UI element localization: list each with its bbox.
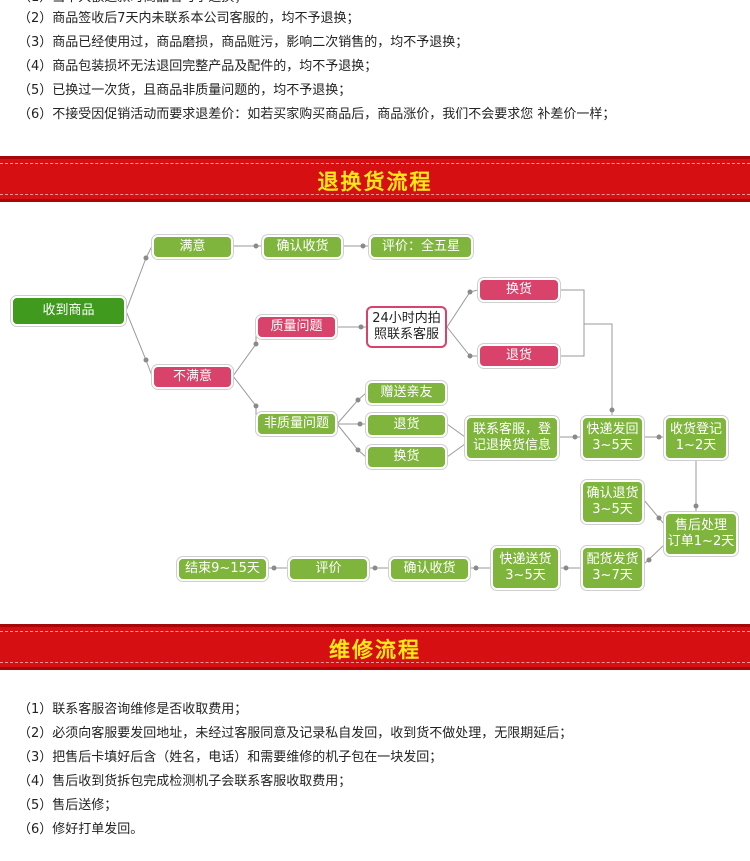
return-flow-title: 退换货流程 xyxy=(317,170,433,194)
node-contact-cs-line-1: 联系客服，登 xyxy=(472,422,551,437)
node-received: 收到商品 xyxy=(11,296,126,326)
node-ship-line-2: 3~7天 xyxy=(592,568,633,583)
node-ship-line-1: 配货发货 xyxy=(586,552,639,567)
node-ship: 配货发货 3~7天 xyxy=(581,546,644,590)
return-flow-banner: 退换货流程 xyxy=(0,156,750,202)
repair-line-4: （5）售后送修； xyxy=(18,798,118,813)
repair-line-2: （3）把售后卡填好后含（姓名，电话）和需要维修的机子包在一块发回； xyxy=(18,750,443,765)
node-return-1: 退货 xyxy=(478,344,560,368)
node-express-deliver: 快递送货 3~5天 xyxy=(491,546,560,590)
node-express-back-line-1: 快递发回 xyxy=(586,422,639,437)
node-unsatisfied: 不满意 xyxy=(152,365,233,389)
node-confirm-receipt-2: 确认收货 xyxy=(389,557,470,581)
node-non-quality: 非质量问题 xyxy=(256,412,337,436)
policy-line-0: （1）当下大额退款时商品若可予退换； xyxy=(18,0,247,10)
node-express-back: 快递发回 3~5天 xyxy=(581,416,644,460)
repair-flow-banner: 维修流程 xyxy=(0,624,750,670)
repair-line-1: （2）必须向客服要发回地址，未经过客服同意及记录私自发回，收到货不做处理，无限期… xyxy=(18,726,573,741)
node-rating-five: 评价：全五星 xyxy=(369,235,473,259)
node-confirm-receipt-1: 确认收货 xyxy=(262,235,343,259)
repair-line-3: （4）售后收到货拆包完成检测机子会联系客服收取费用； xyxy=(18,774,352,789)
node-exchange-2: 换货 xyxy=(366,445,447,469)
policy-line-2: （3）商品已经使用过，商品磨损，商品赃污，影响二次销售的，均不予退换； xyxy=(18,35,469,50)
node-express-back-line-2: 3~5天 xyxy=(592,438,633,453)
repair-line-0: （1）联系客服咨询维修是否收取费用； xyxy=(18,702,248,717)
node-photo-contact: 24小时内拍 照联系客服 xyxy=(366,306,447,348)
node-satisfied: 满意 xyxy=(152,235,233,259)
node-rate: 评价 xyxy=(288,557,369,581)
policy-line-3: （4）商品包装损坏无法退回完整产品及配件的，均不予退换； xyxy=(18,59,378,74)
node-aftersale-line-2: 订单1~2天 xyxy=(667,534,735,549)
node-quality-issue: 质量问题 xyxy=(256,315,337,339)
node-express-deliver-line-2: 3~5天 xyxy=(505,568,546,583)
policy-line-1: （2）商品签收后7天内未联系本公司客服的，均不予退换； xyxy=(18,11,360,26)
node-confirm-return-line-2: 3~5天 xyxy=(592,502,633,517)
policy-line-4: （5）已换过一次货，且商品非质量问题的，均不予退换； xyxy=(18,83,352,98)
node-confirm-return: 确认退货 3~5天 xyxy=(581,480,644,524)
node-exchange-1: 换货 xyxy=(478,278,560,302)
policy-line-5: （6）不接受因促销活动而要求退差价：如若买家购买商品后，商品涨价，我们不会要求您… xyxy=(18,107,616,122)
node-express-deliver-line-1: 快递送货 xyxy=(499,552,552,567)
node-contact-cs: 联系客服，登 记退换货信息 xyxy=(465,416,559,460)
node-photo-contact-line-2: 照联系客服 xyxy=(373,327,439,342)
node-contact-cs-line-2: 记退换货信息 xyxy=(472,438,551,453)
node-return-2: 退货 xyxy=(366,413,447,437)
node-receipt-registration-line-2: 1~2天 xyxy=(675,438,717,453)
repair-line-5: （6）修好打单发回。 xyxy=(18,822,144,837)
node-end: 结束9~15天 xyxy=(177,557,268,581)
node-confirm-return-line-1: 确认退货 xyxy=(586,486,639,501)
node-receipt-registration: 收货登记 1~2天 xyxy=(664,416,728,460)
repair-flow-title: 维修流程 xyxy=(329,638,421,662)
node-aftersale-line-1: 售后处理 xyxy=(674,518,727,533)
node-receipt-registration-line-1: 收货登记 xyxy=(669,422,722,437)
node-gift: 赠送亲友 xyxy=(366,381,447,405)
node-photo-contact-line-1: 24小时内拍 xyxy=(372,311,441,326)
node-aftersale: 售后处理 订单1~2天 xyxy=(664,512,738,556)
